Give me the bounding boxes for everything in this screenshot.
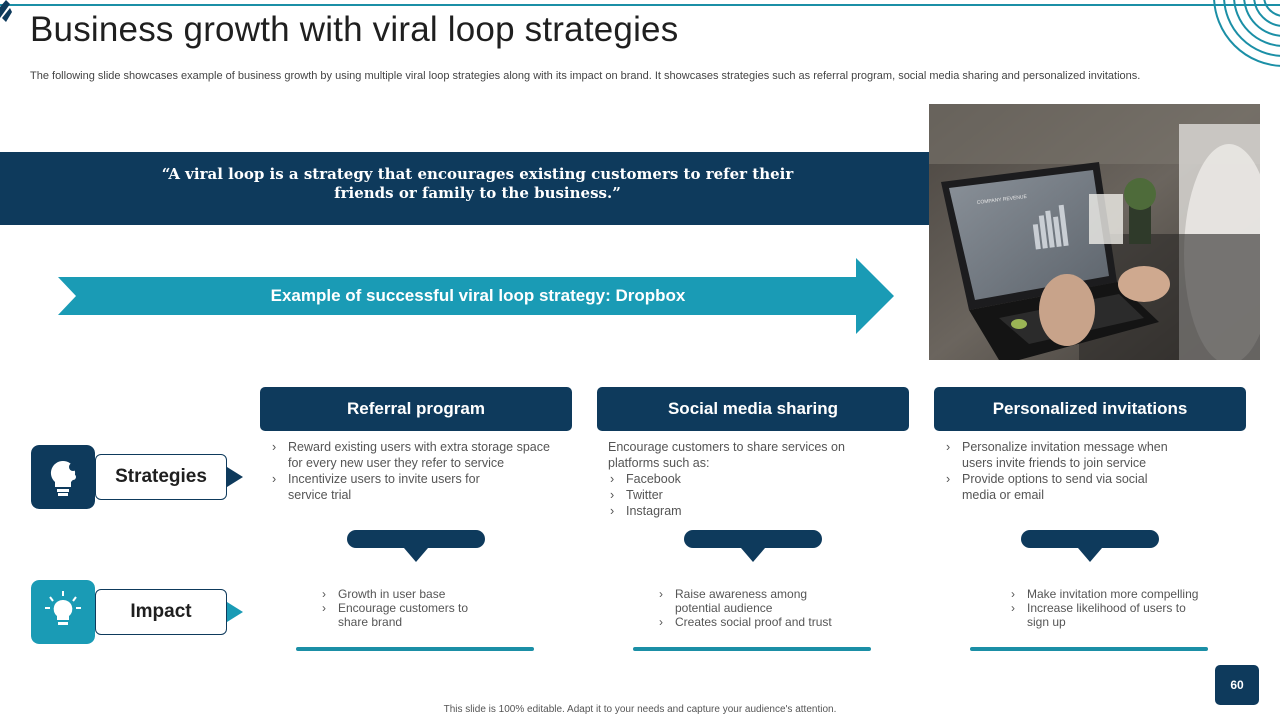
quote-text: “A viral loop is a strategy that encoura… — [0, 165, 955, 203]
referral-strategy-list: Reward existing users with extra storage… — [270, 439, 560, 503]
connector-pill — [684, 530, 822, 548]
strategies-pointer-icon — [227, 467, 243, 487]
list-item: Facebook — [608, 471, 868, 487]
slide-subtitle: The following slide showcases example of… — [30, 70, 1141, 82]
quote-line-1: “A viral loop is a strategy that encoura… — [161, 165, 794, 183]
strategy-header-social: Social media sharing — [597, 387, 909, 431]
list-item: Creates social proof and trust — [657, 615, 857, 629]
lightbulb-rays-icon — [31, 580, 95, 644]
list-item: Reward existing users with extra storage… — [270, 439, 560, 471]
list-item: Incentivize users to invite users for se… — [270, 471, 498, 503]
referral-impact-list: Growth in user base Encourage customers … — [320, 587, 495, 629]
strategy-header-personalized: Personalized invitations — [934, 387, 1246, 431]
lightbulb-puzzle-icon — [31, 445, 95, 509]
list-item: Personalize invitation message when user… — [944, 439, 1194, 471]
list-item: Raise awareness among potential audience — [657, 587, 820, 615]
list-item: Make invitation more compelling — [1009, 587, 1219, 601]
list-item: Growth in user base — [320, 587, 495, 601]
corner-logo-mark — [0, 0, 12, 22]
quote-banner — [0, 152, 929, 225]
down-arrow-icon — [404, 548, 428, 562]
footer-note: This slide is 100% editable. Adapt it to… — [443, 704, 837, 715]
personalized-strategy-list: Personalize invitation message when user… — [944, 439, 1194, 503]
page-number: 60 — [1215, 665, 1259, 705]
strategies-label: Strategies — [95, 454, 227, 500]
list-item: Instagram — [608, 503, 868, 519]
impact-underline — [296, 647, 534, 651]
impact-underline — [633, 647, 871, 651]
laptop-photo: COMPANY REVENUE — [929, 104, 1260, 360]
example-label: Example of successful viral loop strateg… — [270, 286, 686, 305]
list-item: Increase likelihood of users to sign up — [1009, 601, 1207, 629]
social-strategy-intro: Encourage customers to share services on… — [608, 440, 845, 470]
social-strategy-list: Encourage customers to share services on… — [608, 439, 868, 519]
list-item: Encourage customers to share brand — [320, 601, 478, 629]
connector-pill — [1021, 530, 1159, 548]
down-arrow-icon — [1078, 548, 1102, 562]
slide-title: Business growth with viral loop strategi… — [30, 10, 679, 49]
example-arrow — [58, 258, 894, 334]
impact-underline — [970, 647, 1208, 651]
down-arrow-icon — [741, 548, 765, 562]
list-item: Twitter — [608, 487, 868, 503]
top-accent-line — [0, 4, 1280, 6]
quote-line-2: friends or family to the business.” — [334, 184, 621, 202]
decorative-arcs — [1213, 0, 1280, 67]
impact-pointer-icon — [227, 602, 243, 622]
connector-pill — [347, 530, 485, 548]
list-item: Provide options to send via social media… — [944, 471, 1162, 503]
strategy-header-referral: Referral program — [260, 387, 572, 431]
impact-label: Impact — [95, 589, 227, 635]
social-impact-list: Raise awareness among potential audience… — [657, 587, 857, 629]
personalized-impact-list: Make invitation more compelling Increase… — [1009, 587, 1219, 629]
